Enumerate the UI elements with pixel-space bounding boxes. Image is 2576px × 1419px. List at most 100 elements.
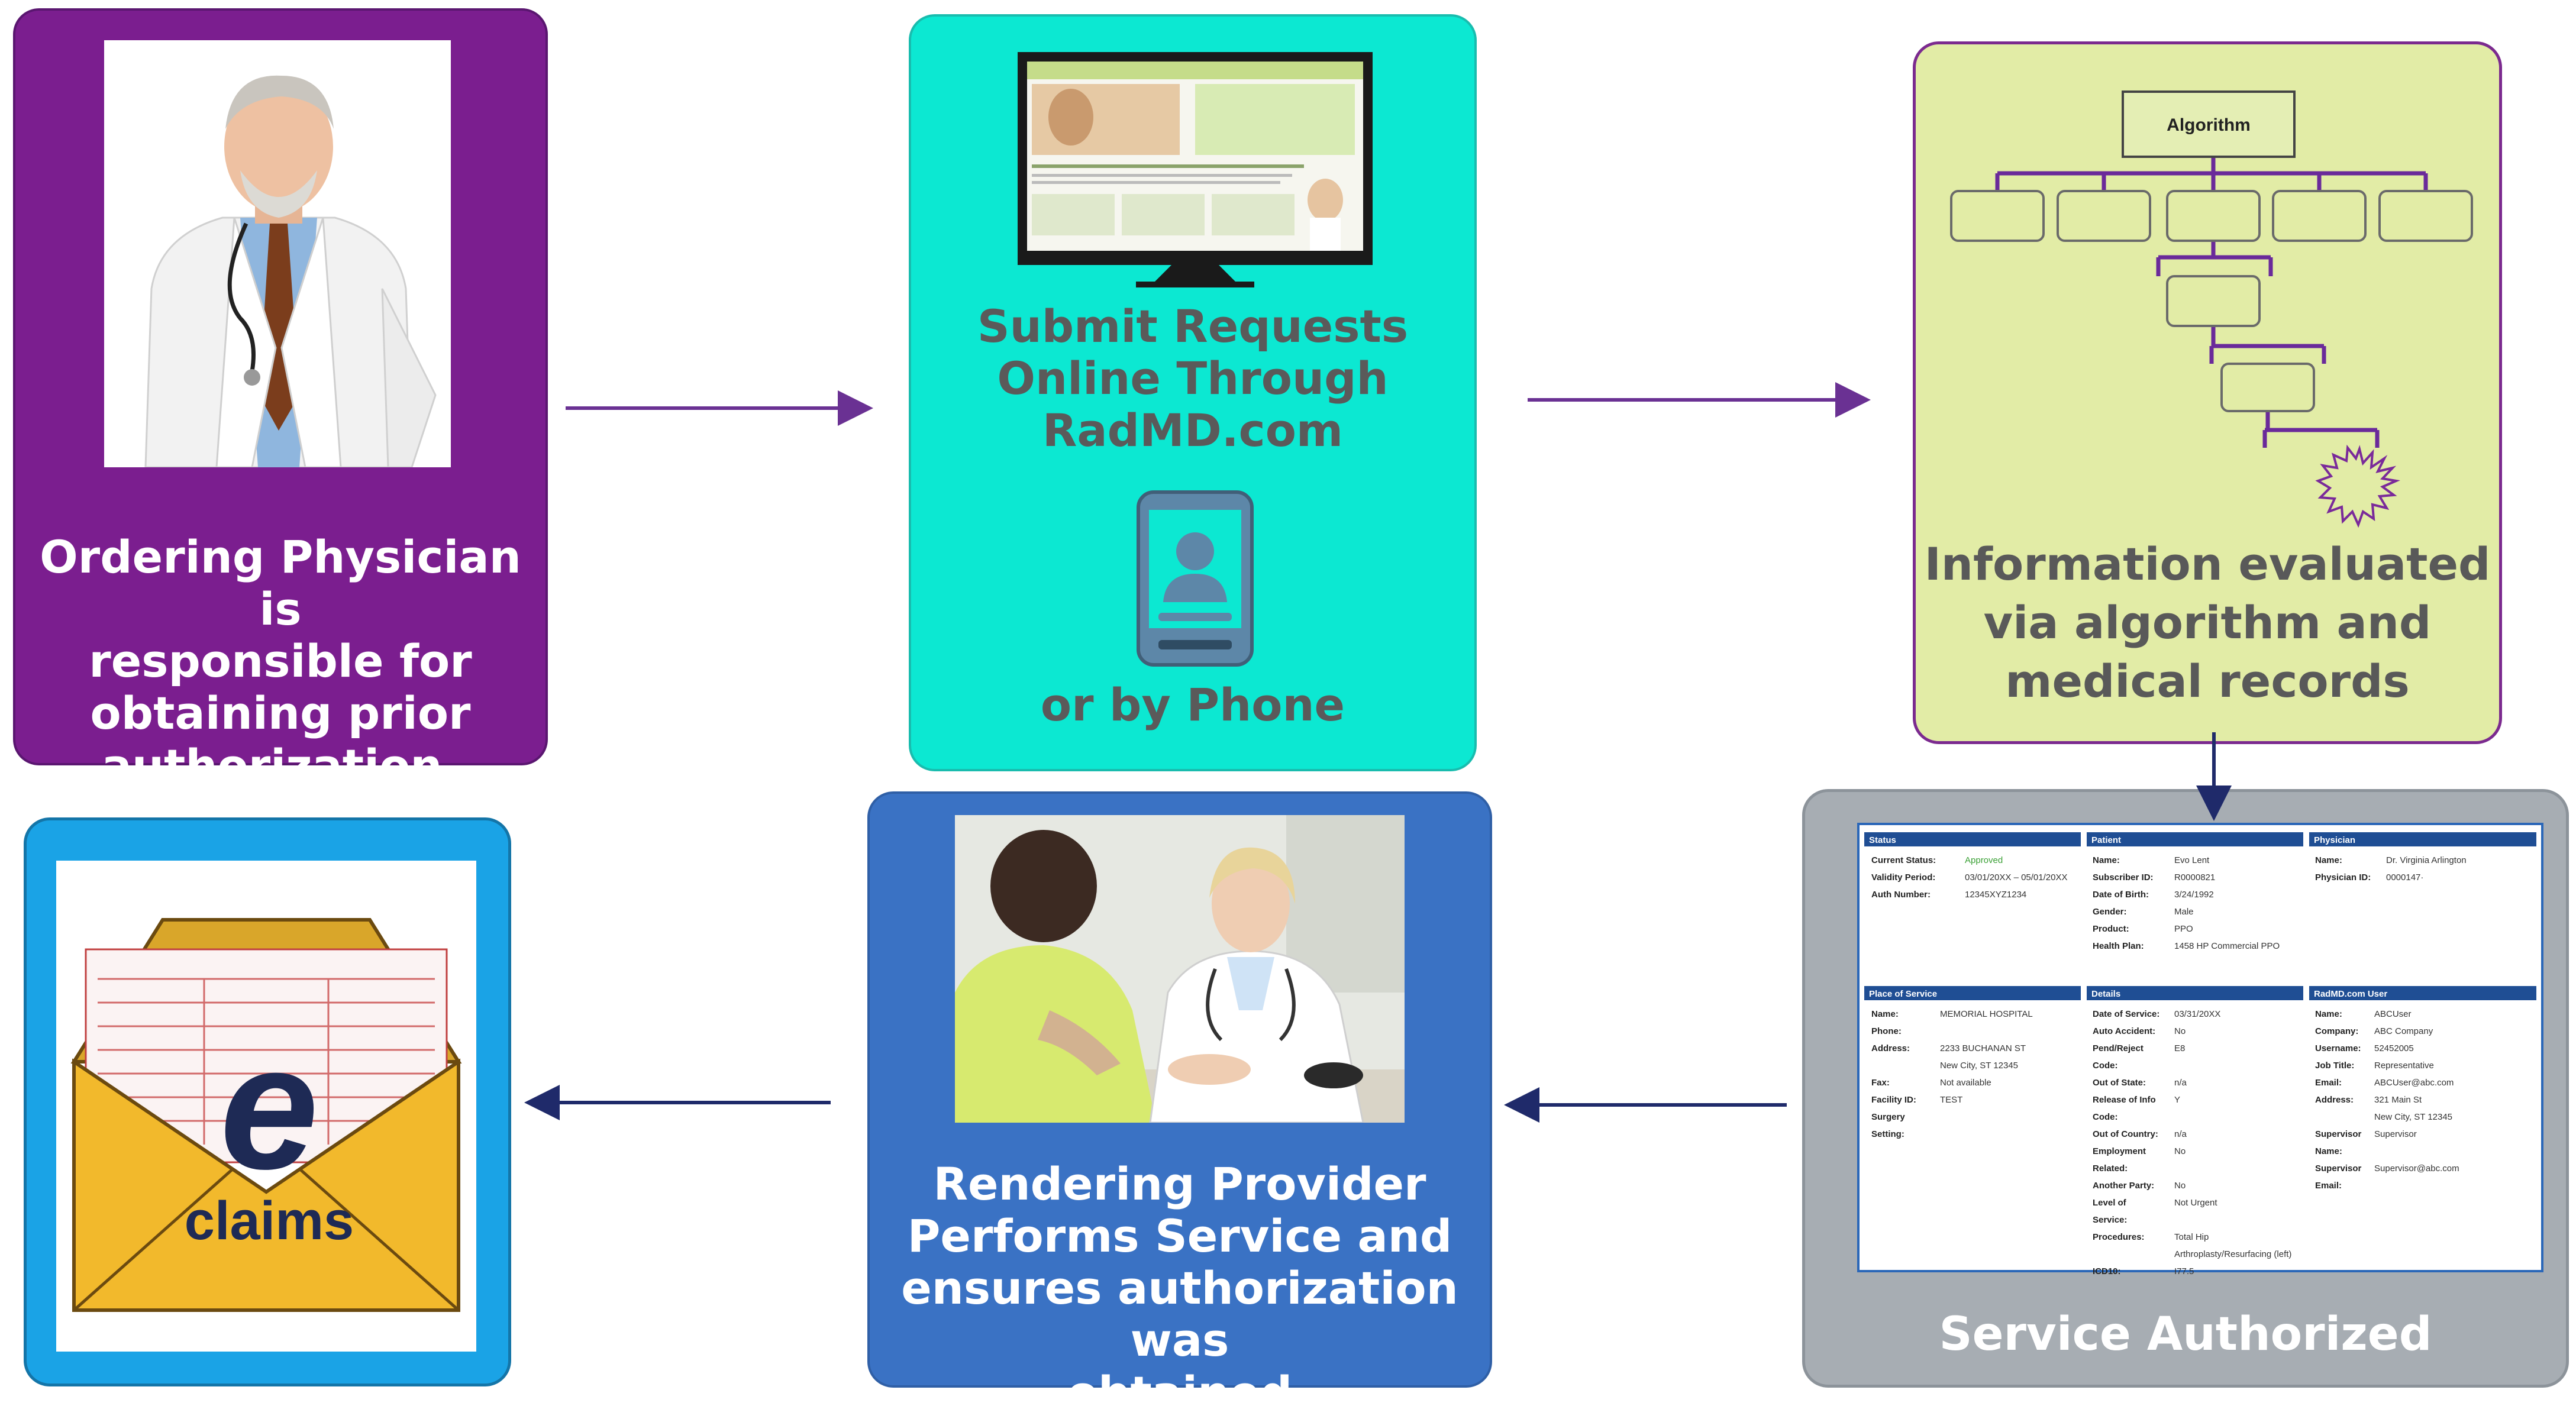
auth-field-label: Company: bbox=[2315, 1026, 2358, 1036]
auth-field-value: E8 bbox=[2174, 1043, 2185, 1053]
auth-panel-header: Place of Service bbox=[1869, 989, 1937, 999]
doctor-photo bbox=[104, 40, 451, 467]
mobile-phone-icon bbox=[1136, 490, 1254, 667]
service-authorized-caption: Service Authorized bbox=[1939, 1308, 2432, 1361]
rendering-provider-caption: Rendering Provider Performs Service and … bbox=[901, 1158, 1458, 1419]
evaluation-caption: Information evaluated via algorithm and … bbox=[1924, 538, 2491, 707]
auth-field-value: I77.5 bbox=[2174, 1266, 2194, 1275]
auth-field-label: Service: bbox=[2093, 1215, 2127, 1225]
auth-field-value: TEST bbox=[1940, 1095, 1962, 1105]
auth-field-value: No bbox=[2174, 1146, 2186, 1156]
auth-field-value: 0000147· bbox=[2386, 872, 2423, 883]
algorithm-tree-diagram: Algorithm bbox=[1916, 44, 2505, 529]
auth-field-label: Username: bbox=[2315, 1043, 2361, 1053]
auth-field-label: Supervisor bbox=[2315, 1163, 2362, 1174]
auth-field-value: No bbox=[2174, 1026, 2186, 1036]
auth-field-label: Name: bbox=[2315, 1009, 2342, 1019]
auth-field-label: ICD10: bbox=[2093, 1266, 2121, 1275]
auth-field-value: ABCUser@abc.com bbox=[2374, 1078, 2454, 1088]
eclaims-e-letter: e bbox=[220, 1007, 319, 1206]
consultation-photo bbox=[955, 815, 1405, 1123]
auth-field-label: Address: bbox=[1871, 1043, 1910, 1053]
auth-field-label: Auto Accident: bbox=[2093, 1026, 2155, 1036]
ordering-physician-caption: Ordering Physician is responsible for ob… bbox=[40, 531, 521, 792]
evaluation-step: Algorithm Information evaluated via algo… bbox=[1913, 41, 2502, 744]
auth-field-value: 321 Main St bbox=[2374, 1095, 2422, 1105]
auth-field-value: Not Urgent bbox=[2174, 1198, 2217, 1208]
auth-field-value: Evo Lent bbox=[2174, 855, 2210, 865]
auth-field-value: Arthroplasty/Resurfacing (left) bbox=[2174, 1249, 2291, 1259]
eclaims-envelope-icon: e claims bbox=[56, 861, 476, 1352]
auth-field-label: Surgery bbox=[1871, 1112, 1905, 1122]
auth-field-label: Validity Period: bbox=[1871, 872, 1935, 883]
auth-field-label: Name: bbox=[2093, 855, 2120, 865]
auth-field-value: No bbox=[2174, 1181, 2186, 1191]
auth-field-value: 2233 BUCHANAN ST bbox=[1940, 1043, 2026, 1053]
auth-field-value: n/a bbox=[2174, 1078, 2187, 1088]
auth-field-label: Fax: bbox=[1871, 1078, 1890, 1088]
eclaims-step: e claims bbox=[24, 817, 511, 1386]
phone-caption: or by Phone bbox=[1040, 678, 1345, 731]
rendering-provider-step: Rendering Provider Performs Service and … bbox=[867, 791, 1492, 1418]
auth-panel-header: Status bbox=[1869, 835, 1896, 845]
auth-field-label: Phone: bbox=[1871, 1026, 1902, 1036]
auth-field-label: Health Plan: bbox=[2093, 941, 2144, 951]
auth-field-label: Date of Service: bbox=[2093, 1009, 2159, 1019]
auth-field-value: 03/01/20XX – 05/01/20XX bbox=[1965, 872, 2067, 883]
algorithm-label: Algorithm bbox=[2167, 115, 2251, 135]
auth-field-label: Physician ID: bbox=[2315, 872, 2371, 883]
auth-field-value: ABC Company bbox=[2374, 1026, 2433, 1036]
auth-field-label: Current Status: bbox=[1871, 855, 1936, 865]
auth-field-label: Address: bbox=[2315, 1095, 2354, 1105]
auth-panel-header: RadMD.com User bbox=[2314, 989, 2387, 999]
auth-field-label: Code: bbox=[2093, 1061, 2118, 1071]
auth-panel-header: Patient bbox=[2091, 835, 2121, 845]
auth-field-value: PPO bbox=[2174, 924, 2193, 934]
auth-field-value: 12345XYZ1234 bbox=[1965, 890, 2026, 900]
auth-field-label: Pend/Reject bbox=[2093, 1043, 2144, 1053]
auth-field-value: 1458 HP Commercial PPO bbox=[2174, 941, 2280, 951]
auth-field-value: Male bbox=[2174, 907, 2194, 917]
auth-field-value: Not available bbox=[1940, 1078, 1991, 1088]
auth-field-value: Representative bbox=[2374, 1061, 2434, 1071]
auth-field-value: Supervisor@abc.com bbox=[2374, 1163, 2459, 1174]
auth-panel-header: Details bbox=[2091, 989, 2120, 999]
eclaims-label: claims bbox=[185, 1191, 354, 1251]
auth-field-value: MEMORIAL HOSPITAL bbox=[1940, 1009, 2033, 1019]
auth-field-label: Out of Country: bbox=[2093, 1129, 2158, 1139]
auth-field-value: Y bbox=[2174, 1095, 2180, 1105]
auth-field-label: Email: bbox=[2315, 1181, 2342, 1191]
auth-field-label: Gender: bbox=[2093, 907, 2127, 917]
auth-field-value: 3/24/1992 bbox=[2174, 890, 2214, 900]
auth-field-value: New City, ST 12345 bbox=[2374, 1112, 2452, 1122]
auth-field-label: Release of Info bbox=[2093, 1095, 2156, 1105]
auth-field-value: New City, ST 12345 bbox=[1940, 1061, 2018, 1071]
auth-field-value: R0000821 bbox=[2174, 872, 2215, 883]
auth-field-value: 03/31/20XX bbox=[2174, 1009, 2220, 1019]
auth-field-label: Setting: bbox=[1871, 1129, 1904, 1139]
auth-field-label: Procedures: bbox=[2093, 1232, 2145, 1242]
auth-field-value: ABCUser bbox=[2374, 1009, 2412, 1019]
ordering-physician-step: Ordering Physician is responsible for ob… bbox=[13, 8, 548, 791]
auth-field-label: Another Party: bbox=[2093, 1181, 2154, 1191]
auth-field-label: Subscriber ID: bbox=[2093, 872, 2154, 883]
auth-field-label: Product: bbox=[2093, 924, 2129, 934]
auth-field-label: Date of Birth: bbox=[2093, 890, 2149, 900]
auth-field-value: Approved bbox=[1965, 855, 2003, 865]
auth-field-label: Email: bbox=[2315, 1078, 2342, 1088]
auth-field-label: Level of bbox=[2093, 1198, 2127, 1208]
auth-field-value: 52452005 bbox=[2374, 1043, 2414, 1053]
auth-field-label: Job Title: bbox=[2315, 1061, 2354, 1071]
auth-panel-header: Physician bbox=[2314, 835, 2355, 845]
auth-field-label: Auth Number: bbox=[1871, 890, 1931, 900]
monitor-icon bbox=[1018, 52, 1373, 289]
auth-field-label: Employment bbox=[2093, 1146, 2146, 1156]
auth-field-value: n/a bbox=[2174, 1129, 2187, 1139]
auth-field-label: Code: bbox=[2093, 1112, 2118, 1122]
